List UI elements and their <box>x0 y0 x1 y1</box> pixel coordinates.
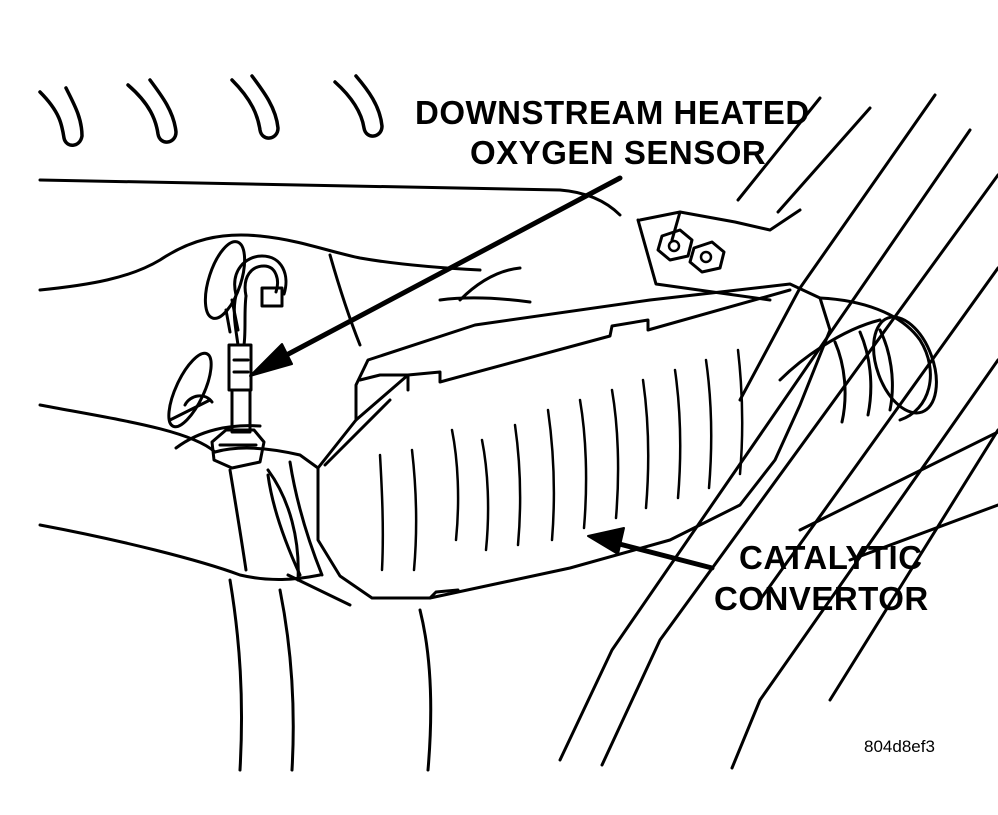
oxygen-sensor-label-line-1: DOWNSTREAM HEATED <box>415 94 810 131</box>
heat-shield-slots <box>38 74 384 147</box>
figure-code: 804d8ef3 <box>864 737 935 756</box>
catalytic-convertor-label-line-2: CONVERTOR <box>714 580 929 617</box>
bracket <box>636 208 802 302</box>
catalytic-convertor-arrow <box>587 527 715 571</box>
frame-rail <box>558 93 998 770</box>
floor-pan-edge <box>38 178 622 217</box>
oxygen-sensor-arrow <box>249 175 623 377</box>
oxygen-sensor-label-line-2: OXYGEN SENSOR <box>470 134 767 171</box>
catalytic-convertor-body <box>316 282 832 600</box>
convertor-ribs <box>378 348 744 572</box>
pipe-hangers <box>167 240 262 450</box>
catalytic-convertor-label-line-1: CATALYTIC <box>739 539 923 576</box>
lower-body-lines <box>38 233 532 772</box>
front-exhaust-pipe <box>38 403 324 581</box>
